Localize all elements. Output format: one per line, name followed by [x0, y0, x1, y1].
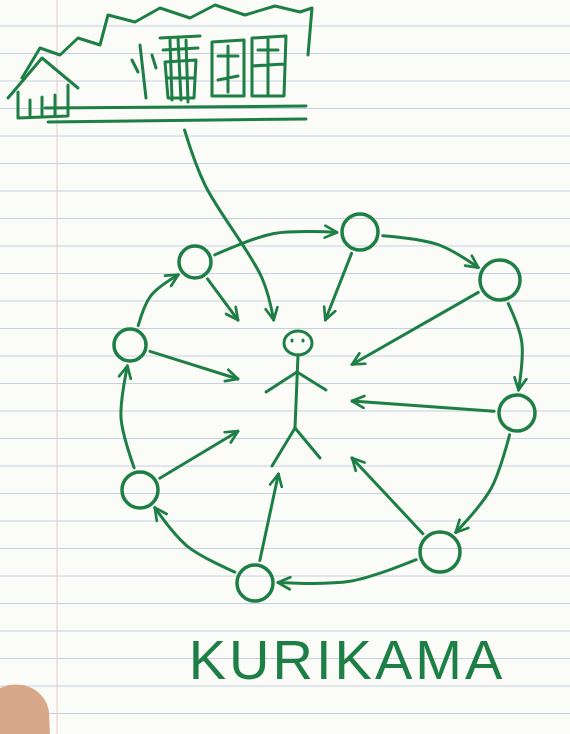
arrow-connector: [160, 431, 238, 478]
arrow-connector: [260, 474, 279, 561]
arrow-connector: [208, 279, 239, 320]
circle-node-outline: [120, 470, 160, 510]
stick-figure-outline: [240, 322, 350, 472]
arrow-connector: [155, 508, 235, 572]
circle-outline: [499, 395, 535, 431]
circle-node-outline: [418, 530, 462, 574]
arrow-connector: [325, 253, 351, 320]
arrow-connector: [138, 275, 178, 326]
circle-outline: [342, 214, 378, 250]
circle-node: [112, 327, 148, 363]
stick-figure-stroke: [292, 340, 303, 341]
circle-node-outline: [497, 393, 537, 433]
circle-node-outline: [112, 327, 148, 363]
margin-line: [57, 0, 58, 734]
circle-node: [478, 258, 522, 302]
town-sketch-stroke: [45, 106, 306, 108]
circle-outline: [480, 260, 520, 300]
circle-outline: [114, 329, 146, 361]
town-sketch-stroke: [132, 36, 200, 98]
circle-node-outline: [340, 212, 380, 252]
stick-figure-stroke: [295, 355, 298, 428]
circle-outline: [122, 472, 158, 508]
circle-outline: [237, 565, 273, 601]
town-sketch-outline: [0, 0, 320, 128]
town-sketch-stroke: [18, 85, 68, 118]
circle-node-outline: [478, 258, 522, 302]
circle-node: [120, 470, 160, 510]
circle-node-outline: [235, 563, 275, 603]
town-sketch-stroke: [48, 119, 306, 122]
arrow-connector: [383, 236, 479, 268]
arrow-connector: [121, 366, 134, 468]
stick-figure-stroke: [284, 331, 312, 355]
circle-node: [418, 530, 462, 574]
arrow-connector: [185, 130, 274, 320]
stick-figure: [240, 322, 350, 472]
caption: KURIKAMA: [189, 632, 506, 688]
thumb: [0, 684, 50, 734]
town-sketch-stroke: [212, 40, 244, 96]
arrow-connector: [352, 458, 423, 534]
arrow-connector: [456, 435, 510, 533]
town-sketch-stroke: [252, 36, 286, 96]
town-sketch-stroke: [30, 95, 55, 115]
town-sketch-stroke: [170, 38, 188, 102]
circle-node: [340, 212, 380, 252]
arrow-connector: [352, 292, 478, 364]
stick-figure-stroke: [266, 372, 326, 392]
circle-node-outline: [177, 244, 213, 280]
arrow-connector: [278, 560, 416, 584]
circle-outline: [179, 246, 211, 278]
town-sketch: [0, 0, 320, 128]
circle-node: [497, 393, 537, 433]
circle-outline: [420, 532, 460, 572]
circle-node: [177, 244, 213, 280]
arrow-connector: [352, 401, 494, 411]
stick-figure-stroke: [272, 428, 320, 466]
arrow-connector: [215, 231, 337, 254]
circle-node: [235, 563, 275, 603]
arrow-connector: [150, 351, 238, 379]
arrow-connector: [508, 304, 522, 390]
